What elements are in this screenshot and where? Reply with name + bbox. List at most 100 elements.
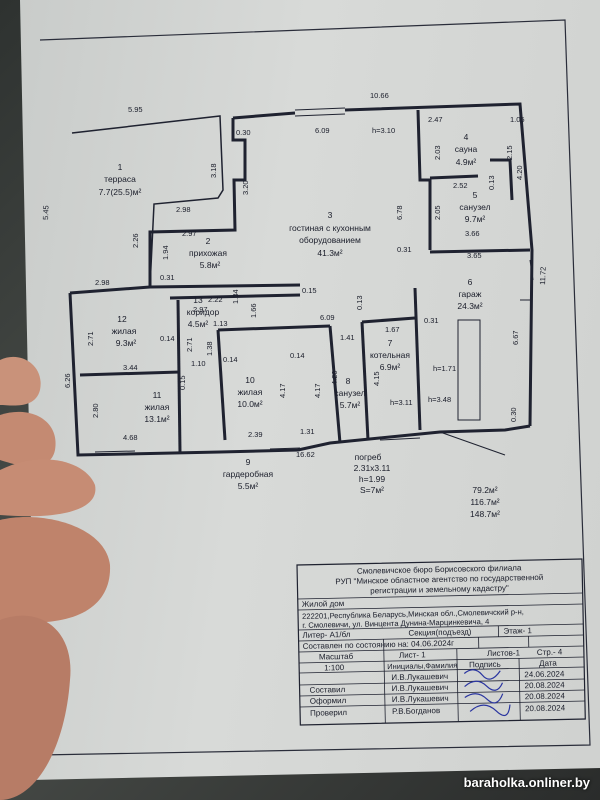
stamp-row-4-name: Р.В.Богданов xyxy=(392,706,440,716)
room-4-number: 4 xyxy=(464,132,469,142)
stamp-address-line2: г. Смолевичи, ул. Винцента Дунина-Марцин… xyxy=(302,617,489,630)
stamp-page-label: Стр.- 4 xyxy=(537,647,563,657)
dim: 2.98 xyxy=(176,205,191,214)
room-2-number: 2 xyxy=(206,236,211,246)
stamp-row-3-name: И.В.Лукашевич xyxy=(392,694,449,704)
dim: h=3.48 xyxy=(428,395,451,404)
total-area-1: 79.2м² xyxy=(472,485,497,495)
room-3-name: гостиная с кухонным xyxy=(289,223,371,233)
dim: 0.31 xyxy=(424,316,439,325)
room-11-name: жилая xyxy=(145,402,170,412)
stamp-org-line3: регистрации и земельному кадастру" xyxy=(370,584,509,596)
dim: 4.15 xyxy=(372,371,381,386)
dim: 4.20 xyxy=(330,370,339,385)
title-block: Смолевичское бюро Борисовского филиала Р… xyxy=(296,558,586,726)
room-13-name: коридор xyxy=(187,307,220,317)
room-9-name: гардеробная xyxy=(223,469,274,479)
room-5-name: санузел xyxy=(459,202,490,212)
stamp-sheets-label: Листов-1 xyxy=(487,648,521,658)
stamp-row-2-date: 20.08.2024 xyxy=(524,680,565,690)
dim: 2.39 xyxy=(248,430,263,439)
dim: 0.14 xyxy=(160,334,175,343)
dim: 2.52 xyxy=(453,181,468,190)
stamp-row-3-role: Оформил xyxy=(310,696,347,706)
cellar-height: h=1.99 xyxy=(359,474,386,484)
cellar-area: S=7м² xyxy=(360,485,384,495)
dim: 1.41 xyxy=(340,333,355,342)
dim: 6.67 xyxy=(511,330,520,345)
room-11-number: 11 xyxy=(153,390,162,400)
dim: 2.80 xyxy=(91,403,100,418)
area-totals: 79.2м² 116.7м² 148.7м² xyxy=(470,485,500,519)
dim: 3.20 xyxy=(241,180,250,195)
stamp-row-2-role: Составил xyxy=(310,685,346,695)
dim: 4.17 xyxy=(278,383,287,398)
room-4-area: 4.9м² xyxy=(456,157,477,167)
dim: 1.38 xyxy=(205,341,214,356)
dim: 1.67 xyxy=(385,325,400,334)
room-8-name: санузел xyxy=(334,388,365,398)
room-11-area: 13.1м² xyxy=(144,414,169,424)
room-10-area: 10.0м² xyxy=(237,399,262,409)
room-12-area: 9.3м² xyxy=(116,338,137,348)
stamp-org-line1: Смолевичское бюро Борисовского филиала xyxy=(357,563,522,575)
room-3-area: 41.3м² xyxy=(317,248,342,258)
total-area-2: 116.7м² xyxy=(470,497,499,507)
dim: 1.10 xyxy=(191,359,206,368)
dim: 4.20 xyxy=(515,165,524,180)
dim: 3.44 xyxy=(123,363,138,372)
stamp-floor: Этаж- 1 xyxy=(503,626,532,636)
stamp-col-date: Дата xyxy=(539,659,557,668)
dim: 4.17 xyxy=(313,383,322,398)
dim: 3.18 xyxy=(209,163,218,178)
signature-3 xyxy=(464,693,504,704)
stamp-section: Секция(подъезд) xyxy=(408,627,471,637)
cellar-note: погреб 2.31x3.11 h=1.99 S=7м² xyxy=(354,452,391,495)
stamp-row-4-role: Проверил xyxy=(310,708,347,718)
dim: 2.47 xyxy=(428,115,443,124)
room-4-name: сауна xyxy=(455,144,478,154)
room-5-area: 9.7м² xyxy=(465,214,486,224)
room-12-name: жилая xyxy=(112,326,137,336)
dim: 2.71 xyxy=(185,337,194,352)
dim-right-side: 11.72 xyxy=(538,267,548,286)
room-7-number: 7 xyxy=(388,338,393,348)
room-1-name: терраса xyxy=(104,174,136,184)
signature-4 xyxy=(469,704,511,717)
stamp-org-line2: РУП "Минское областное агентство по госу… xyxy=(335,573,543,586)
dim: 0.13 xyxy=(487,175,496,190)
stamp-scale-label: Масштаб xyxy=(319,652,354,662)
dim: 0.30 xyxy=(509,407,518,422)
stamp-row-3-date: 20.08.2024 xyxy=(525,691,566,701)
room-2-area: 5.8м² xyxy=(200,260,221,270)
signature-1 xyxy=(463,669,501,680)
stamp-sheet-label: Лист- 1 xyxy=(399,650,426,660)
room-7-area: 6.9м² xyxy=(380,362,401,372)
dim-top-right: 10.66 xyxy=(370,91,389,100)
dim: h=3.11 xyxy=(390,398,413,407)
room-13-area: 4.5м² xyxy=(188,319,209,329)
dim: 2.03 xyxy=(433,145,442,160)
signature-2 xyxy=(464,680,504,691)
stamp-state-date: Составлен по состоянию на: 04.06.2024г xyxy=(303,639,455,651)
dim: 2.97 xyxy=(182,229,197,238)
dim: 0.31 xyxy=(160,273,175,282)
stamp-liter: Литер- А1/бл xyxy=(302,630,350,640)
dim: 0.15 xyxy=(178,375,187,390)
dim: 6.09 xyxy=(320,313,335,322)
dim: 2.22 xyxy=(208,295,223,304)
room-9-area: 5.5м² xyxy=(238,481,259,491)
watermark-text: baraholka.onliner.by xyxy=(463,775,590,790)
dim: 2.98 xyxy=(95,278,110,287)
room-10-number: 10 xyxy=(245,375,255,385)
dim: 0.15 xyxy=(302,286,317,295)
dim: 4.68 xyxy=(123,433,138,442)
room-5-number: 5 xyxy=(473,190,478,200)
room-10-name: жилая xyxy=(238,387,263,397)
dim: 1.31 xyxy=(300,427,315,436)
dim: 2.97 xyxy=(193,305,208,314)
dim: 3.66 xyxy=(465,229,480,238)
dim-top-left: 5.95 xyxy=(128,105,143,114)
room-3-name-2: оборудованием xyxy=(299,235,361,245)
dim: 0.30 xyxy=(236,128,251,137)
